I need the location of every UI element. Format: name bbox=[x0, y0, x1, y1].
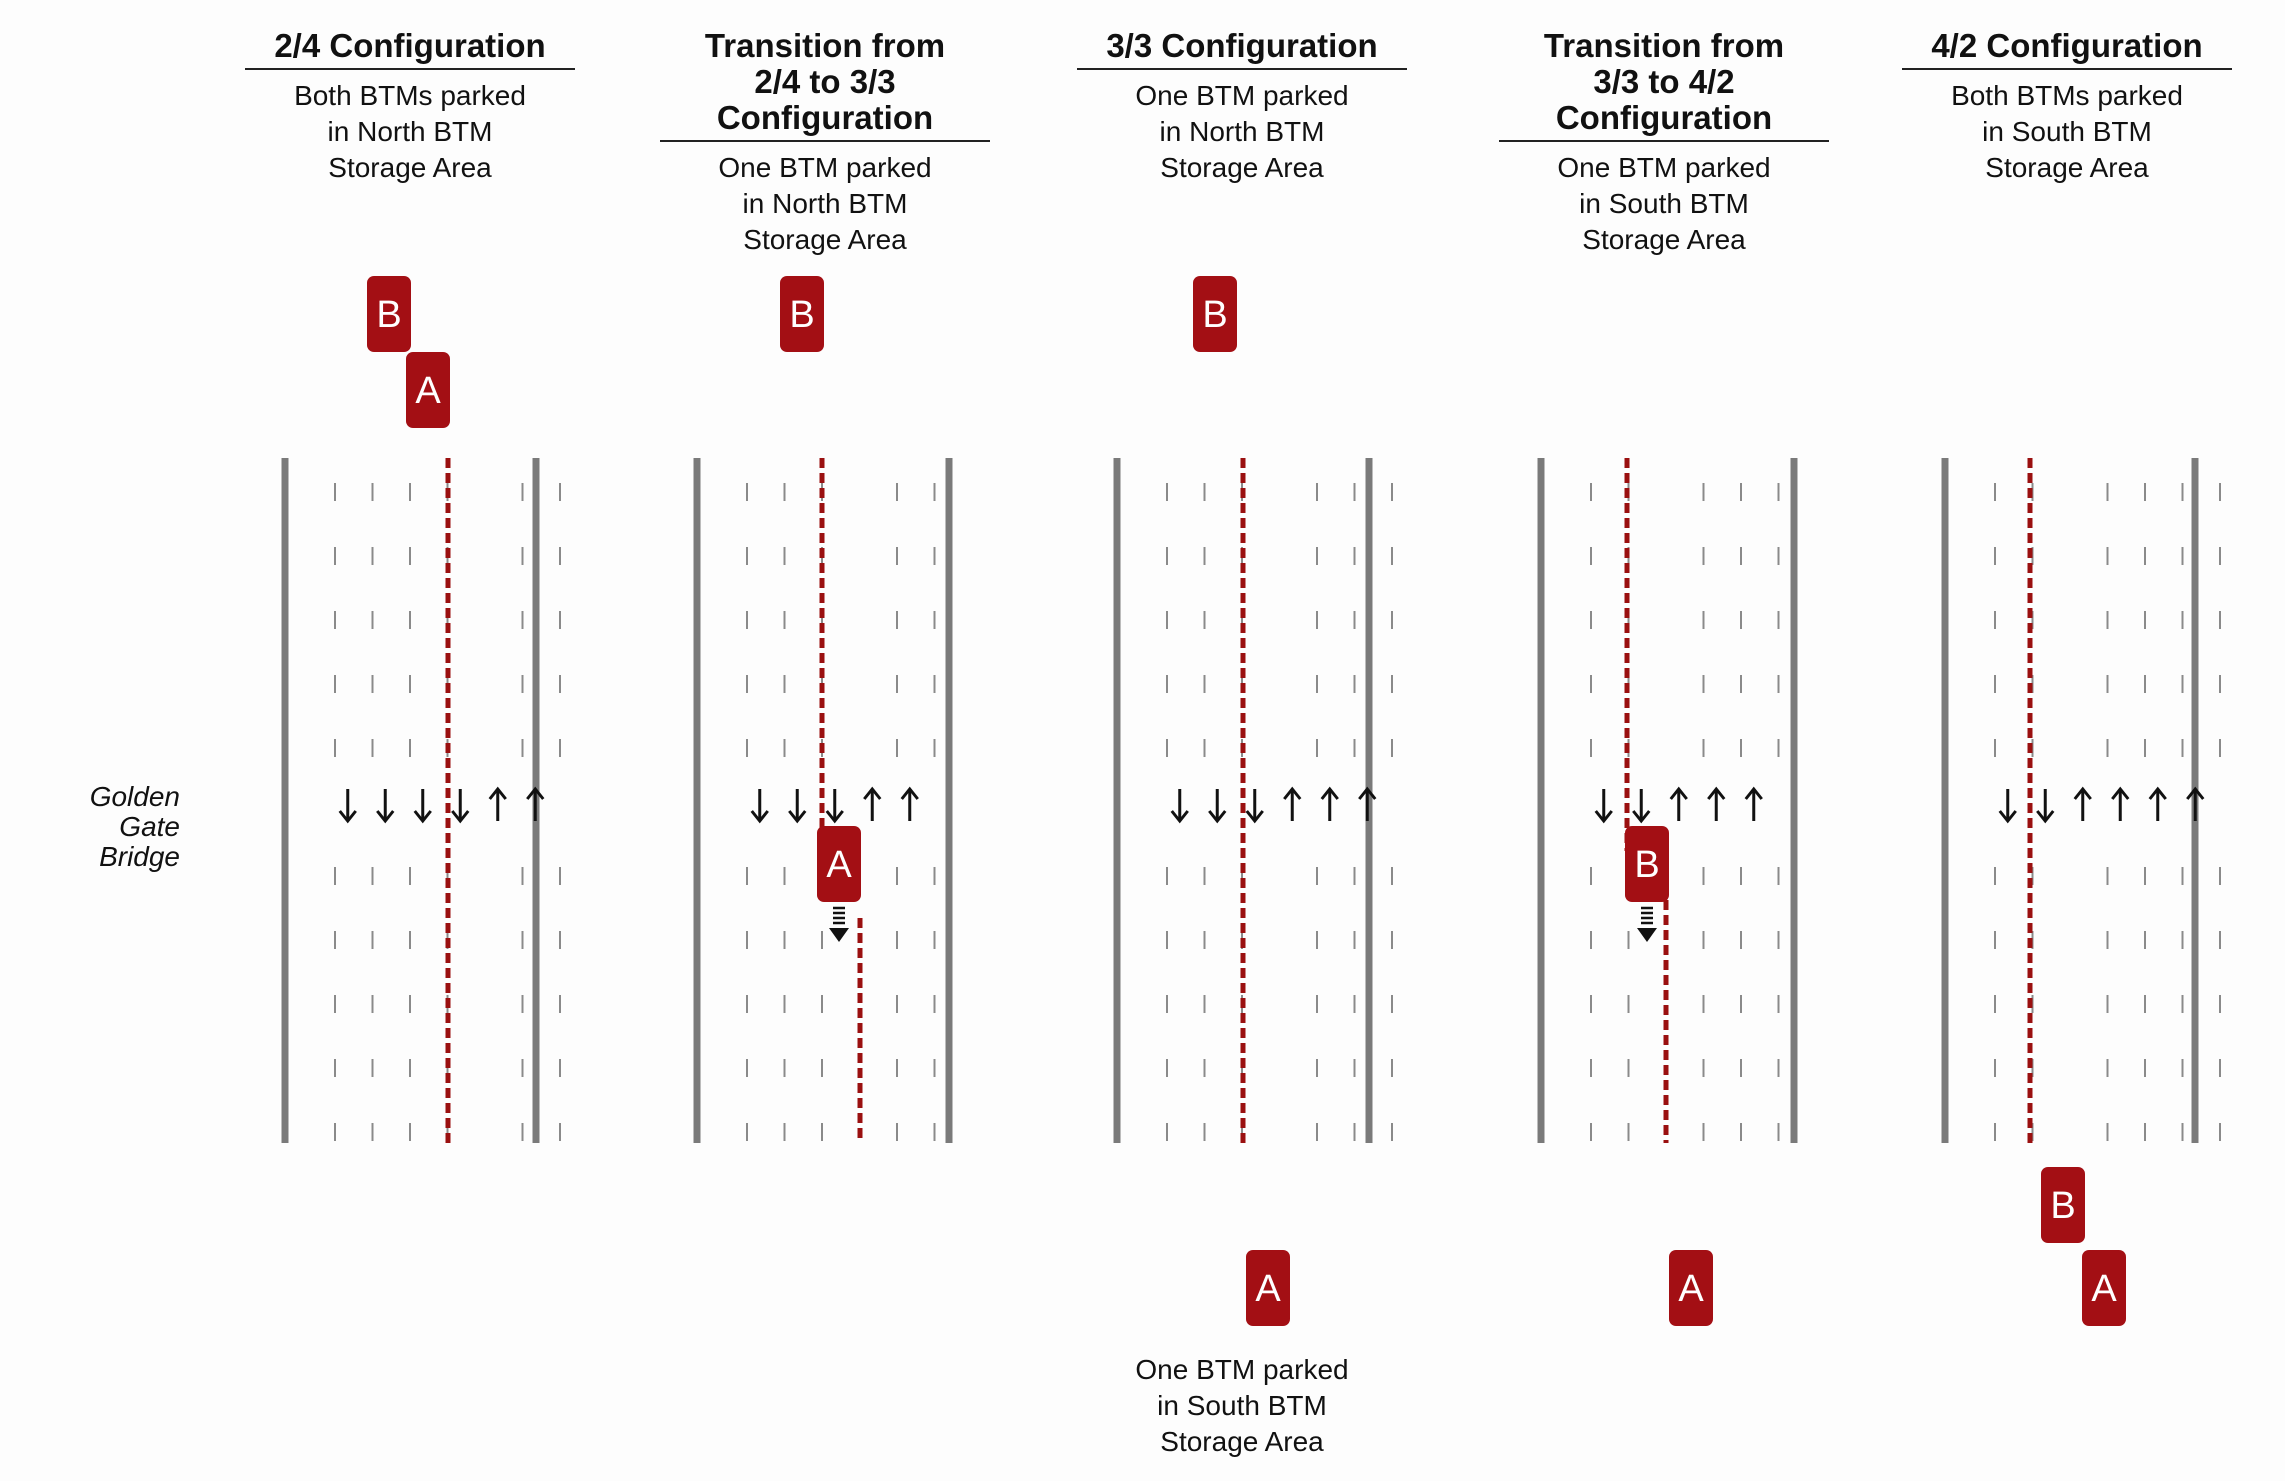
direction-arrow-head bbox=[488, 786, 507, 800]
btm-label: B bbox=[1634, 844, 1659, 886]
btm-body bbox=[367, 276, 411, 352]
direction-arrow-head bbox=[2111, 786, 2130, 800]
btm-vehicle-a: A bbox=[1246, 1250, 1290, 1326]
column-header-transition-2-4-to-3-3: Transition from 2/4 to 3/3 Configuration… bbox=[660, 28, 990, 258]
direction-arrow-head bbox=[863, 786, 882, 800]
column-header-transition-3-3-to-4-2: Transition from 3/3 to 4/2 Configuration… bbox=[1499, 28, 1829, 258]
column-subtitle: One BTM parked in North BTM Storage Area bbox=[718, 152, 932, 255]
btm-body bbox=[817, 826, 861, 902]
btm-vehicle-a: A bbox=[1669, 1250, 1713, 1326]
btm-body bbox=[1193, 276, 1237, 352]
direction-arrow-head bbox=[1208, 810, 1227, 824]
column-header-3-3: 3/3 Configuration One BTM parked in Nort… bbox=[1077, 28, 1407, 186]
roadway-1: BA bbox=[281, 276, 561, 1143]
column-title: 2/4 Configuration bbox=[245, 28, 575, 70]
btm-body bbox=[1625, 826, 1669, 902]
btm-vehicle-a: A bbox=[817, 826, 861, 902]
btm-label: A bbox=[2091, 1268, 2117, 1310]
direction-arrow-head bbox=[750, 810, 769, 824]
btm-body bbox=[2041, 1167, 2085, 1243]
direction-arrow-head bbox=[1707, 786, 1726, 800]
direction-arrow-head bbox=[2073, 786, 2092, 800]
direction-arrow-head bbox=[1283, 786, 1302, 800]
column-header-2-4: 2/4 Configuration Both BTMs parked in No… bbox=[245, 28, 575, 186]
south-storage-note: One BTM parked in South BTM Storage Area bbox=[1135, 1354, 1349, 1457]
btm-vehicle-b: B bbox=[780, 276, 824, 352]
direction-arrow-head bbox=[526, 786, 545, 800]
btm-label: B bbox=[2050, 1185, 2075, 1227]
bridge-label: Golden Gate Bridge bbox=[89, 781, 180, 872]
column-title: Transition from 2/4 to 3/3 Configuration bbox=[660, 28, 990, 142]
direction-arrow-head bbox=[1245, 810, 1264, 824]
btm-label: A bbox=[1255, 1268, 1281, 1310]
btm-body bbox=[2082, 1250, 2126, 1326]
direction-arrow-head bbox=[825, 810, 844, 824]
direction-arrow-head bbox=[1320, 786, 1339, 800]
moving-arrow-head bbox=[829, 928, 849, 942]
column-subtitle: Both BTMs parked in North BTM Storage Ar… bbox=[294, 80, 526, 183]
direction-arrow-head bbox=[900, 786, 919, 800]
btm-label: B bbox=[1202, 294, 1227, 336]
column-title: 4/2 Configuration bbox=[1902, 28, 2232, 70]
direction-arrow-head bbox=[1632, 810, 1651, 824]
moving-arrow-head bbox=[1637, 928, 1657, 942]
direction-arrow-head bbox=[1744, 786, 1763, 800]
btm-label: A bbox=[826, 844, 852, 886]
btm-vehicle-b: B bbox=[1625, 826, 1669, 902]
direction-arrow-head bbox=[1669, 786, 1688, 800]
column-subtitle: One BTM parked in North BTM Storage Area bbox=[1135, 80, 1349, 183]
direction-arrow-head bbox=[788, 810, 807, 824]
roadway-2: BA bbox=[693, 276, 953, 1143]
direction-arrow-head bbox=[2186, 786, 2205, 800]
column-header-4-2: 4/2 Configuration Both BTMs parked in So… bbox=[1902, 28, 2232, 186]
direction-arrow-head bbox=[451, 810, 470, 824]
btm-body bbox=[780, 276, 824, 352]
btm-vehicle-b: B bbox=[1193, 276, 1237, 352]
column-title: Transition from 3/3 to 4/2 Configuration bbox=[1499, 28, 1829, 142]
column-subtitle: One BTM parked in South BTM Storage Area bbox=[1557, 152, 1771, 255]
direction-arrow-head bbox=[2036, 810, 2055, 824]
btm-label: A bbox=[415, 370, 441, 412]
btm-body bbox=[406, 352, 450, 428]
direction-arrow-head bbox=[338, 810, 357, 824]
btm-vehicle-b: B bbox=[367, 276, 411, 352]
btm-body bbox=[1246, 1250, 1290, 1326]
btm-vehicle-a: A bbox=[406, 352, 450, 428]
direction-arrow-head bbox=[2148, 786, 2167, 800]
btm-label: A bbox=[1678, 1268, 1704, 1310]
roadway-4: BA bbox=[1537, 458, 1798, 1326]
roadway-5: BA bbox=[1941, 458, 2221, 1326]
direction-arrow-head bbox=[413, 810, 432, 824]
btm-label: B bbox=[789, 294, 814, 336]
direction-arrow-head bbox=[1594, 810, 1613, 824]
direction-arrow-head bbox=[1358, 786, 1377, 800]
btm-body bbox=[1669, 1250, 1713, 1326]
direction-arrow-head bbox=[1170, 810, 1189, 824]
roadway-3: BA bbox=[1113, 276, 1393, 1326]
direction-arrow-head bbox=[376, 810, 395, 824]
direction-arrow-head bbox=[1998, 810, 2017, 824]
column-subtitle: Both BTMs parked in South BTM Storage Ar… bbox=[1951, 80, 2183, 183]
btm-vehicle-b: B bbox=[2041, 1167, 2085, 1243]
column-title: 3/3 Configuration bbox=[1077, 28, 1407, 70]
btm-vehicle-a: A bbox=[2082, 1250, 2126, 1326]
btm-label: B bbox=[376, 294, 401, 336]
